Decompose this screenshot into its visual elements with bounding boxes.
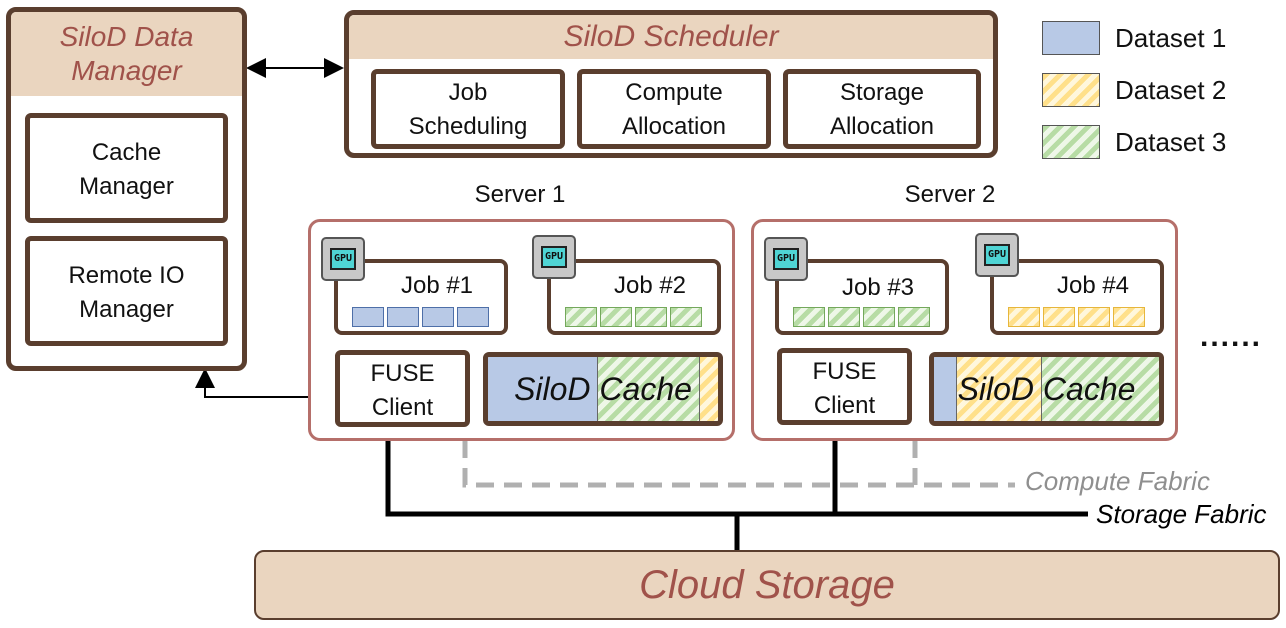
legend-label-dataset-1: Dataset 1 [1115, 23, 1227, 53]
storage-fabric-line [385, 440, 1088, 517]
cache-segment-dataset-3 [597, 357, 699, 421]
job-2-box: Job #2 [547, 259, 721, 335]
data-chip [898, 307, 930, 327]
data-chip [863, 307, 895, 327]
legend-swatch-dataset-1 [1042, 21, 1100, 55]
storage-fabric-label: Storage Fabric [1096, 499, 1267, 529]
data-manager-panel: SiloD Data Manager Cache Manager Remote … [6, 7, 247, 371]
server-2-panel: Job #3 GPU Job #4 GPU FUSE Client SiloD … [751, 219, 1178, 441]
job-2-label: Job #2 [613, 272, 687, 299]
job-1-label: Job #1 [400, 272, 474, 299]
cloud-storage-box: Cloud Storage [254, 550, 1280, 620]
job-scheduling-box: Job Scheduling [371, 69, 565, 149]
more-servers-ellipsis: ...... [1200, 320, 1263, 353]
job-4-label: Job #4 [1056, 272, 1130, 299]
server-2-label: Server 2 [904, 181, 996, 208]
job-3-label: Job #3 [841, 274, 915, 301]
cache-label: SiloD Cache [514, 371, 692, 407]
legend-label-dataset-2: Dataset 2 [1115, 75, 1227, 105]
fuse-client-box: FUSE Client [777, 348, 912, 425]
server-1-label: Server 1 [474, 181, 566, 208]
scheduler-panel: SiloD Scheduler Job Scheduling Compute A… [344, 10, 998, 158]
legend-swatch-dataset-2 [1042, 73, 1100, 107]
gpu-icon: GPU [532, 235, 576, 279]
cache-segment-dataset-2 [956, 357, 1041, 421]
gpu-icon: GPU [321, 237, 365, 281]
cache-label: SiloD Cache [957, 371, 1136, 407]
job-3-box: Job #3 [775, 259, 949, 335]
cloud-storage-label: Cloud Storage [639, 563, 895, 607]
data-chip [1078, 307, 1110, 327]
cache-manager-box: Cache Manager [25, 113, 228, 223]
cache-segment-dataset-3 [1041, 357, 1159, 421]
data-manager-header [11, 12, 242, 96]
storage-allocation-box: Storage Allocation [783, 69, 981, 149]
server-1-panel: Job #1 GPU Job #2 GPU FUSE Client SiloD … [308, 219, 735, 441]
data-chip [600, 307, 632, 327]
data-chip [457, 307, 489, 327]
manager-fuse-arrow [195, 368, 339, 407]
data-chip [1008, 307, 1040, 327]
silod-cache-box: SiloD Cache [483, 352, 723, 426]
gpu-icon: GPU [764, 237, 808, 281]
data-chip [1043, 307, 1075, 327]
data-chip [352, 307, 384, 327]
data-chip [635, 307, 667, 327]
data-chip [1113, 307, 1145, 327]
legend-label-dataset-3: Dataset 3 [1115, 127, 1227, 157]
compute-fabric-label: Compute Fabric [1025, 466, 1210, 496]
cache-segment-dataset-2 [699, 357, 718, 421]
remote-io-manager-box: Remote IO Manager [25, 236, 228, 346]
job-4-box: Job #4 [990, 259, 1164, 335]
data-chip [828, 307, 860, 327]
cache-segment-dataset-1 [488, 357, 597, 421]
data-chip [793, 307, 825, 327]
data-chip [670, 307, 702, 327]
data-manager-title: SiloD Data Manager [59, 21, 194, 86]
compute-allocation-box: Compute Allocation [577, 69, 771, 149]
data-chip [565, 307, 597, 327]
legend-swatch-dataset-3 [1042, 125, 1100, 159]
scheduler-header [349, 15, 993, 59]
silod-cache-box: SiloD Cache [929, 352, 1164, 426]
cache-segment-dataset-1 [934, 357, 956, 421]
fuse-client-box: FUSE Client [335, 350, 470, 427]
scheduler-title: SiloD Scheduler [563, 20, 779, 53]
data-chip [387, 307, 419, 327]
data-chip [422, 307, 454, 327]
gpu-icon: GPU [975, 233, 1019, 277]
compute-fabric-line [462, 440, 1015, 488]
